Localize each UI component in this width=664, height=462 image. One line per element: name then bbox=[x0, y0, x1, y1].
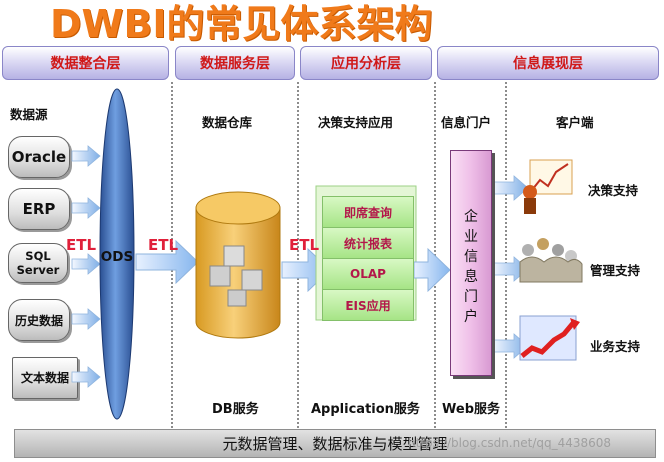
decision-app-label: 决策支持应用 bbox=[318, 115, 394, 130]
arrow-icon bbox=[71, 197, 101, 219]
arrow-icon bbox=[71, 253, 101, 275]
app-olap: OLAP bbox=[322, 258, 414, 290]
client-management-support: 管理支持 bbox=[590, 263, 641, 278]
warehouse-label: 数据仓库 bbox=[202, 115, 253, 130]
metadata-bar: 元数据管理、数据标准与模型管理 bbox=[14, 429, 656, 458]
etl-label: ETL bbox=[148, 236, 179, 254]
layer-divider bbox=[505, 82, 507, 432]
service-application: Application服务 bbox=[311, 402, 420, 417]
portal-box-text: 企业信息门户 bbox=[464, 209, 478, 325]
app-adhoc-query: 即席查询 bbox=[322, 196, 414, 228]
page-title: DWBI的常见体系架构 bbox=[50, 2, 433, 46]
arrow-icon bbox=[135, 239, 199, 285]
arrow-icon bbox=[413, 247, 451, 293]
portal-label: 信息门户 bbox=[441, 115, 492, 130]
etl-label: ETL bbox=[66, 236, 97, 254]
management-support-icon bbox=[519, 238, 583, 283]
service-db: DB服务 bbox=[212, 402, 259, 417]
source-arrows bbox=[71, 145, 101, 388]
ods-ellipse bbox=[99, 88, 135, 420]
arrow-icon bbox=[71, 308, 101, 330]
warehouse-cylinder bbox=[195, 191, 281, 339]
source-erp: ERP bbox=[8, 188, 70, 230]
ods-label: ODS bbox=[100, 249, 134, 265]
business-support-icon bbox=[519, 315, 580, 361]
source-history: 历史数据 bbox=[8, 299, 70, 341]
enterprise-portal-box: 企业信息门户 bbox=[450, 150, 492, 376]
arrow-icon bbox=[71, 145, 101, 167]
app-stat-report: 统计报表 bbox=[322, 227, 414, 259]
app-eis: EIS应用 bbox=[322, 289, 414, 321]
layer-header-presentation: 信息展现层 bbox=[437, 46, 659, 80]
layer-header-service: 数据服务层 bbox=[175, 46, 295, 80]
source-sql-server: SQL Server bbox=[8, 243, 68, 283]
layer-divider bbox=[297, 82, 299, 432]
client-business-support: 业务支持 bbox=[590, 339, 641, 354]
source-oracle: Oracle bbox=[8, 136, 70, 178]
layer-header-integration: 数据整合层 bbox=[2, 46, 169, 80]
arrow-icon bbox=[491, 175, 529, 201]
etl-label: ETL bbox=[289, 236, 320, 254]
client-label: 客户端 bbox=[556, 115, 594, 130]
layer-header-analysis: 应用分析层 bbox=[300, 46, 432, 80]
watermark: https://blog.csdn.net/qq_4438608 bbox=[408, 436, 612, 450]
metadata-bar-text: 元数据管理、数据标准与模型管理 bbox=[222, 435, 448, 453]
client-decision-support: 决策支持 bbox=[588, 183, 639, 198]
source-text: 文本数据 bbox=[12, 357, 78, 399]
sources-label: 数据源 bbox=[10, 107, 48, 122]
decision-support-icon bbox=[523, 159, 573, 214]
service-web: Web服务 bbox=[442, 402, 500, 417]
arrow-icon bbox=[71, 366, 101, 388]
